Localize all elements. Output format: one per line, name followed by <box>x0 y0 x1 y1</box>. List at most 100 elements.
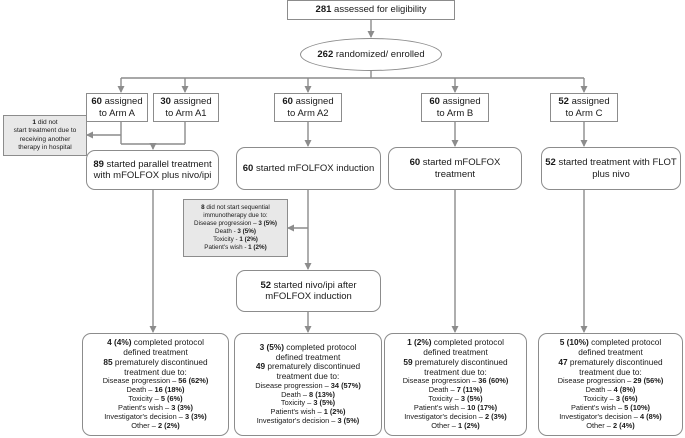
exclusion-arm-a-line5: therapy in hospital <box>18 143 72 151</box>
reason-value: 10 (17%) <box>467 402 498 412</box>
reason-value: 5 (6%) <box>160 394 183 404</box>
completed-label-line2: defined treatment <box>423 347 488 358</box>
reason-label: Death – <box>585 385 614 395</box>
started-arm-a2-line1: started mFOLFOX induction <box>253 162 375 174</box>
results-arm-c-box: 5 (10%) completed protocol defined treat… <box>538 333 683 436</box>
reason-value: 3 (3%) <box>171 402 193 412</box>
completed-label-line2: defined treatment <box>123 347 188 358</box>
randomized-label: randomized/ enrolled <box>333 48 425 60</box>
started-arm-c-line1: started treatment with FLOT <box>555 157 677 169</box>
exclusion-arm-a-line2: start <box>13 127 27 135</box>
started-arm-a2-count: 60 <box>242 162 254 174</box>
completed-count: 4 (4%) <box>107 337 132 348</box>
reason-value: 8 (13%) <box>309 389 335 399</box>
started-arm-b-count: 60 <box>409 157 421 169</box>
discontinued-label: prematurely discontinued <box>112 356 208 367</box>
reason-label: Toxicity – <box>128 394 161 404</box>
reason-value: 2 (4%) <box>612 420 635 430</box>
exclusion-arm-a-line4: receiving another <box>19 135 71 143</box>
reason-value: 1 (2%) <box>323 407 346 417</box>
arm-a2-label: to Arm A2 <box>287 107 329 119</box>
arm-a-count: 60 <box>91 96 102 108</box>
completed-label: completed protocol <box>588 337 662 348</box>
reason-value: 4 (8%) <box>639 411 662 421</box>
reason-label: Other – <box>131 420 158 430</box>
reason-label: Toxicity – <box>280 398 314 408</box>
assessed-box: 281 assessed for eligibility <box>287 0 455 20</box>
arm-c-label: to Arm C <box>565 107 603 119</box>
started-arm-a-line1: started parallel treatment <box>103 158 212 170</box>
reason-label: Death – <box>281 389 310 399</box>
reason-value: 56 (62%) <box>178 376 209 386</box>
arm-b-count: 60 <box>429 96 440 108</box>
exclusion-arm-a2-line1: did not start sequential <box>204 203 270 211</box>
completed-label: completed protocol <box>284 341 357 352</box>
exclusion-arm-a2-line2: immunotherapy due to: <box>203 211 268 219</box>
arm-a-label: to Arm A <box>99 107 135 119</box>
exclusion-arm-a-line3: treatment due to <box>28 127 77 135</box>
discontinued-count: 47 <box>558 356 568 367</box>
reason-label: Disease progression – <box>102 376 179 386</box>
arm-b-assigned-label: assigned <box>439 96 481 108</box>
reason-label: Investigator's decision – <box>104 411 185 421</box>
results-arm-a-box: 4 (4%) completed protocol defined treatm… <box>82 333 229 436</box>
assessed-count: 281 <box>315 4 332 16</box>
arm-a1-assigned-label: assigned <box>170 96 212 108</box>
reason-value: 7 (11%) <box>456 385 483 395</box>
discontinued-count: 85 <box>103 356 113 367</box>
reason-label: Disease progression – <box>557 376 634 386</box>
reason-label: Toxicity – <box>428 394 461 404</box>
sequential-line2: mFOLFOX induction <box>265 291 352 302</box>
exclusion-box-arm-a2: 8 did not start sequential immunotherapy… <box>183 199 288 257</box>
discontinued-label: prematurely discontinued <box>567 356 663 367</box>
completed-count: 1 (2%) <box>407 337 432 348</box>
exclusion-box-arm-a: 1 did not start treatment due to receivi… <box>3 115 87 156</box>
started-arm-c-line2: plus nivo <box>592 168 630 180</box>
completed-count: 5 (10%) <box>559 337 589 348</box>
assessed-label: assessed for eligibility <box>331 4 427 16</box>
exclusion-reason-label: Disease progression – <box>194 219 259 227</box>
exclusion-arm-a-count: 1 <box>32 118 36 126</box>
arm-a2-count: 60 <box>282 96 293 108</box>
discontinued-count: 59 <box>403 356 413 367</box>
reason-value: 16 (18%) <box>154 385 185 395</box>
reason-label: Investigator's decision – <box>559 411 640 421</box>
reason-value: 3 (3%) <box>184 411 207 421</box>
exclusion-arm-a2-count: 8 <box>201 203 205 211</box>
reason-label: Disease progression – <box>402 376 479 386</box>
completed-label: completed protocol <box>431 337 504 348</box>
started-arm-b-line2: treatment <box>434 168 476 180</box>
sequential-line1: started nivo/ipi after <box>271 279 357 291</box>
randomized-oval: 262 randomized/ enrolled <box>300 38 442 71</box>
reason-value: 34 (57%) <box>330 380 361 390</box>
exclusion-reason-value: 3 (5%) <box>237 228 256 235</box>
started-arm-b-line1: started mFOLFOX <box>420 157 501 169</box>
discontinued-label-line2: treatment due to: <box>424 366 487 377</box>
reason-label: Other – <box>431 420 458 430</box>
reason-label: Investigator's decision – <box>404 411 485 421</box>
arm-b-label: to Arm B <box>436 107 474 119</box>
exclusion-reason-value: 3 (5%) <box>258 219 277 227</box>
randomized-count: 262 <box>317 48 334 60</box>
arm-c-assigned-label: assigned <box>568 96 610 108</box>
reason-value: 3 (6%) <box>615 394 638 404</box>
completed-label: completed protocol <box>131 337 204 348</box>
reason-value: 36 (60%) <box>478 376 509 386</box>
reason-label: Death – <box>428 385 457 395</box>
reason-value: 2 (3%) <box>484 411 507 421</box>
reason-value: 2 (2%) <box>157 420 180 430</box>
reason-value: 29 (56%) <box>633 376 664 386</box>
reason-label: Death – <box>126 385 155 395</box>
discontinued-count: 49 <box>255 361 266 372</box>
reason-label: Patient's wish – <box>270 407 324 417</box>
arm-a1-count: 30 <box>160 96 171 108</box>
results-arm-b-box: 1 (2%) completed protocol defined treatm… <box>384 333 527 436</box>
exclusion-reason-label: Death - <box>215 228 238 235</box>
